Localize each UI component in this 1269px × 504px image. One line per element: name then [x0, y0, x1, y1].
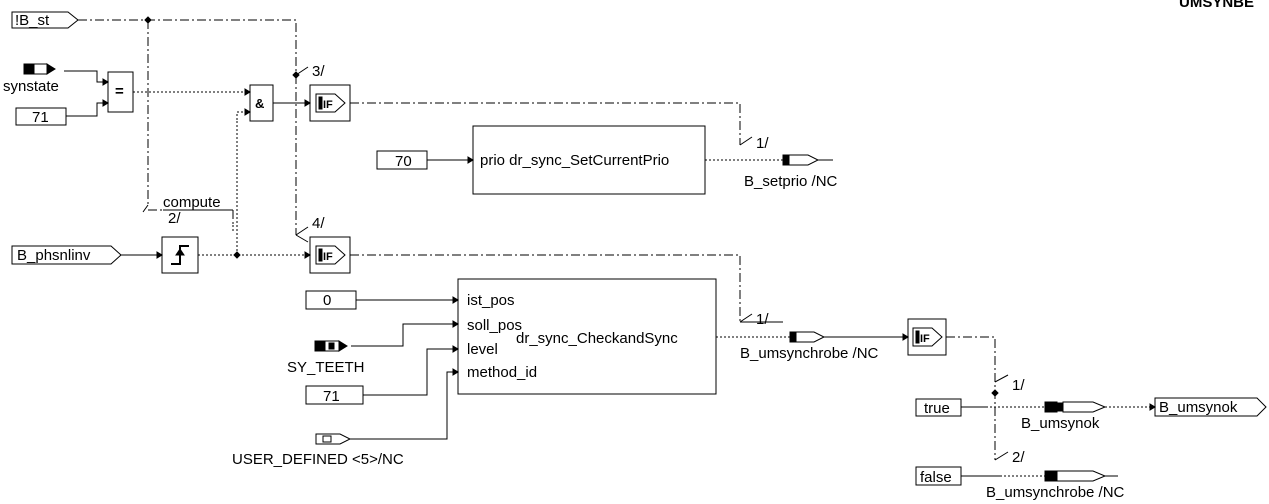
user-defined-label: USER_DEFINED <5>/NC — [232, 451, 404, 468]
seq-1-prio: 1/ — [756, 135, 769, 152]
svg-text:&: & — [255, 96, 264, 111]
input-port-b-phsnlinv: B_phsnlinv — [11, 245, 122, 265]
if-block-top: IF — [309, 84, 351, 122]
edge-detect-block — [161, 236, 199, 274]
seq-2: 2/ — [168, 210, 181, 227]
svg-text:B_umsynok: B_umsynok — [1159, 399, 1238, 416]
seq-3: 3/ — [312, 63, 325, 80]
output-port-b-umsynok: B_umsynok — [1149, 397, 1267, 417]
constant-false: false — [915, 466, 962, 486]
svg-text:true: true — [924, 400, 950, 417]
svg-text:IF: IF — [323, 251, 333, 263]
check-block-name: dr_sync_CheckandSync — [516, 330, 678, 347]
svg-text:71: 71 — [323, 388, 340, 405]
check-and-sync-block: ist_pos soll_pos level method_id dr_sync… — [452, 278, 717, 395]
svg-text:!B_st: !B_st — [15, 12, 50, 29]
seq-1-out: 1/ — [1012, 377, 1025, 394]
system-constant-icon-sy-teeth — [314, 340, 348, 352]
port-soll-pos: soll_pos — [467, 317, 522, 334]
b-umsynchrobe-bottom-label: B_umsynchrobe /NC — [986, 484, 1125, 501]
port-ist-pos: ist_pos — [467, 292, 515, 309]
prio-block: prio dr_sync_SetCurrentPrio — [467, 125, 706, 195]
svg-text:70: 70 — [395, 153, 412, 170]
svg-text:IF: IF — [920, 333, 930, 345]
equals-block: = — [107, 71, 134, 113]
svg-text:0: 0 — [323, 292, 331, 309]
b-setprio-label: B_setprio /NC — [744, 173, 838, 190]
svg-text:prio dr_sync_SetCurrentPrio: prio dr_sync_SetCurrentPrio — [480, 152, 669, 169]
output-var-b-setprio — [782, 154, 833, 166]
module-name: UMSYNBE — [1179, 0, 1254, 11]
svg-text:71: 71 — [32, 109, 49, 126]
if-block-right: IF — [907, 318, 947, 356]
output-var-b-umsynchrobe-bottom — [1044, 470, 1107, 482]
if-block-bottom: IF — [309, 236, 351, 274]
seq-2-out: 2/ — [1012, 449, 1025, 466]
svg-text:B_phsnlinv: B_phsnlinv — [17, 247, 91, 264]
constant-70: 70 — [376, 150, 428, 170]
b-umsynok-label: B_umsynok — [1021, 415, 1100, 432]
svg-text:=: = — [115, 83, 124, 100]
compute-label: compute — [163, 194, 221, 211]
port-method-id: method_id — [467, 364, 537, 381]
and-block: & — [249, 84, 274, 122]
constant-71-a: 71 — [15, 107, 67, 126]
output-var-b-umsynok — [1044, 401, 1107, 413]
junction-dots — [144, 16, 999, 397]
svg-text:false: false — [920, 469, 952, 486]
synstate-label: synstate — [3, 78, 59, 95]
port-level: level — [467, 341, 498, 358]
seq-4: 4/ — [312, 215, 325, 232]
b-umsynchrobe-mid-label: B_umsynchrobe /NC — [740, 345, 879, 362]
system-constant-icon-synstate — [23, 63, 56, 75]
input-port-b-st: !B_st — [11, 11, 79, 29]
wires — [64, 19, 1155, 477]
sy-teeth-label: SY_TEETH — [287, 359, 365, 376]
user-defined-icon — [315, 433, 352, 445]
constant-0: 0 — [305, 290, 357, 310]
svg-text:IF: IF — [323, 99, 333, 111]
arrowheads — [102, 78, 909, 341]
seq-1-check: 1/ — [756, 311, 769, 328]
constant-71-b: 71 — [305, 385, 364, 405]
output-var-b-umsynchrobe-mid — [789, 331, 826, 343]
constant-true: true — [915, 398, 962, 417]
